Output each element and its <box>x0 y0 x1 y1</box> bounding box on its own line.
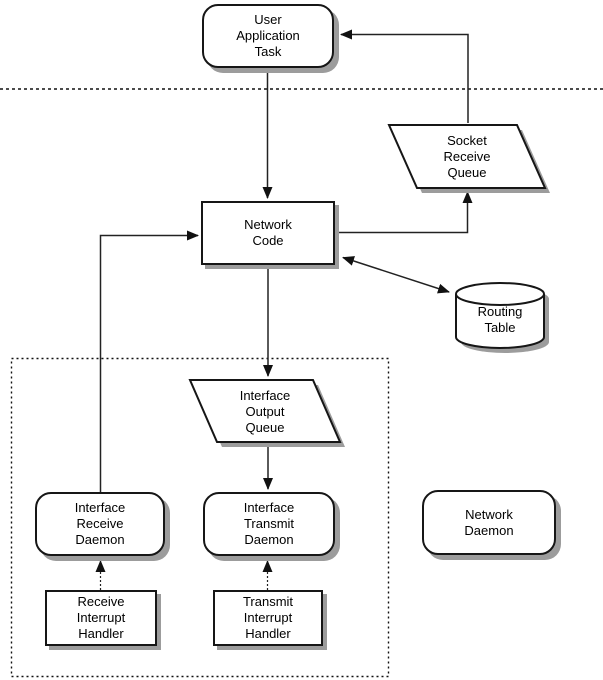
parallelogram-shape <box>188 379 345 447</box>
node-label-user-application-task: User Application Task <box>236 12 300 59</box>
node-interface-output-queue: Interface Output Queue <box>188 379 345 447</box>
node-label-interface-receive-daemon: Interface Receive Daemon <box>74 500 126 547</box>
node-label-routing-table: Routing Table <box>477 304 523 335</box>
node-transmit-interrupt-handler: Transmit Interrupt Handler <box>213 590 323 646</box>
node-socket-receive-queue: Socket Receive Queue <box>387 124 550 193</box>
node-receive-interrupt-handler: Receive Interrupt Handler <box>45 590 157 646</box>
cylinder-shape <box>455 282 549 353</box>
node-label-network-code: Network Code <box>244 217 292 248</box>
node-interface-receive-daemon: Interface Receive Daemon <box>35 492 165 556</box>
parallelogram-shape <box>387 124 550 193</box>
node-routing-table: Routing Table <box>455 282 549 353</box>
node-label-transmit-interrupt-handler: Transmit Interrupt Handler <box>242 594 294 641</box>
edge-network-code-routing-table <box>342 256 450 294</box>
node-label-socket-receive-queue: Socket Receive Queue <box>443 133 491 180</box>
driver-boundary-box <box>10 357 390 678</box>
node-label-network-daemon: Network Daemon <box>464 506 514 538</box>
edge-network-code-to-socket-queue <box>336 191 473 234</box>
node-network-daemon: Network Daemon <box>422 490 556 555</box>
node-label-receive-interrupt-handler: Receive Interrupt Handler <box>76 594 126 641</box>
edge-receive-daemon-to-network-code <box>99 230 199 492</box>
node-user-application-task: User Application Task <box>202 4 334 68</box>
node-label-interface-transmit-daemon: Interface Transmit Daemon <box>243 500 295 547</box>
node-network-code: Network Code <box>201 201 335 265</box>
node-label-interface-output-queue: Interface Output Queue <box>239 387 291 435</box>
node-interface-transmit-daemon: Interface Transmit Daemon <box>203 492 335 556</box>
edge-socket-queue-to-app <box>340 29 469 123</box>
